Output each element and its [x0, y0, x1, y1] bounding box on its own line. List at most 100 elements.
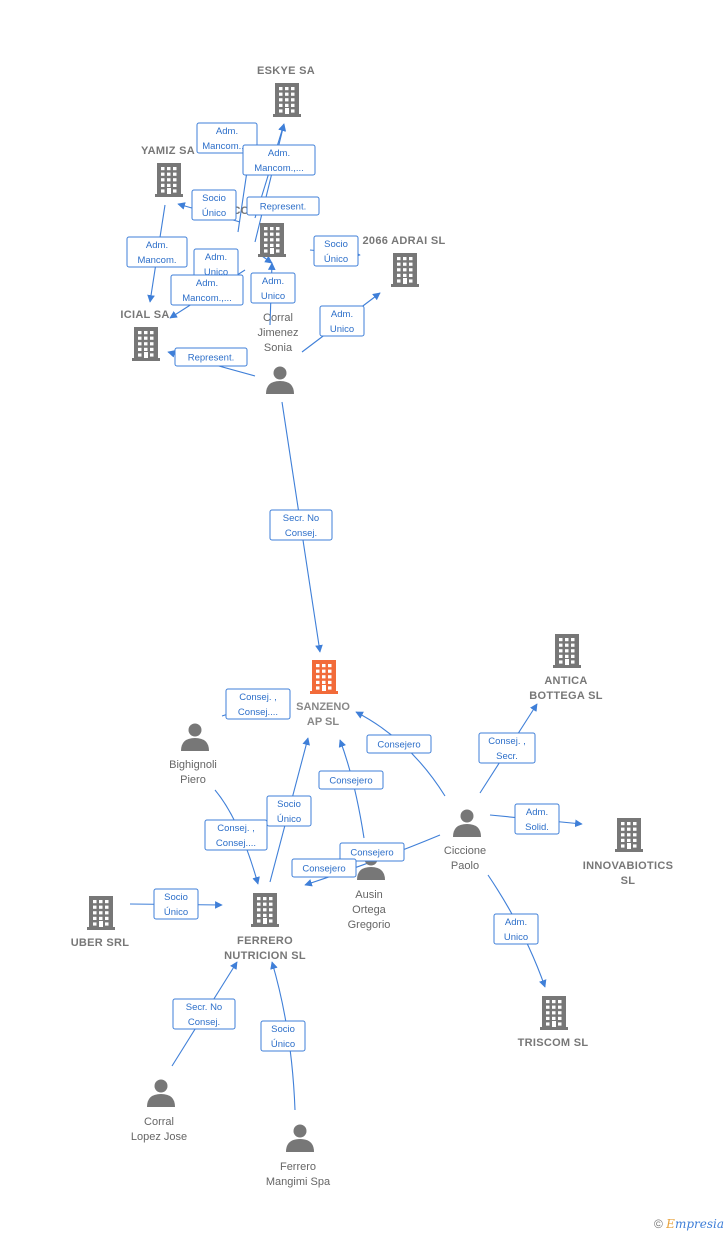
- relation-label-text: Represent.: [260, 202, 306, 213]
- relation-label-box: [172, 998, 236, 1030]
- relation-label-e23[interactable]: Adm. Unico: [493, 913, 539, 945]
- node-label-adrai[interactable]: 2066 ADRAI SL: [363, 235, 446, 247]
- relation-label-line: Unico: [504, 932, 528, 943]
- relation-label-text: Consejero: [377, 740, 420, 751]
- person-icon-ferrero_mangimi[interactable]: [286, 1124, 314, 1153]
- relation-label-e21[interactable]: Consejero: [291, 858, 357, 878]
- node-label-line: Gregorio: [348, 919, 391, 931]
- relation-label-e16[interactable]: Consejero: [318, 770, 384, 790]
- node-label-line: Sonia: [264, 342, 293, 354]
- relation-label-box: [174, 347, 248, 367]
- relation-label-line: Consejero: [302, 864, 345, 875]
- relation-label-box: [318, 770, 384, 790]
- relation-label-box: [514, 803, 560, 835]
- node-label-line: 2066 ADRAI SL: [363, 235, 446, 247]
- company-icon-ferrero_nutricion[interactable]: [251, 893, 279, 927]
- node-label-yamiz[interactable]: YAMIZ SA: [141, 145, 195, 157]
- relation-label-box: [339, 842, 405, 862]
- node-label-line: CO: [232, 205, 249, 217]
- company-icon-triscom[interactable]: [540, 996, 568, 1030]
- node-label-line: Lopez Jose: [131, 1131, 187, 1143]
- relation-label-e2[interactable]: Adm.Mancom.,...: [242, 144, 316, 176]
- relation-label-box: [366, 734, 432, 754]
- relation-label-line: Único: [271, 1039, 295, 1050]
- relation-label-line: Único: [164, 907, 188, 918]
- relation-label-e7[interactable]: Adm.Mancom.: [126, 236, 188, 268]
- relation-label-line: Adm.: [262, 276, 284, 287]
- focus-company-icon-sanzeno[interactable]: [310, 660, 338, 694]
- company-icon-antica[interactable]: [553, 634, 581, 668]
- relation-label-line: Adm.: [268, 148, 290, 159]
- relation-label-e9[interactable]: Adm.Mancom.,...: [170, 274, 244, 306]
- node-label-line: SANZENO: [296, 701, 350, 713]
- node-label-icial[interactable]: ICIAL SA: [120, 309, 169, 321]
- relation-label-line: Adm.: [331, 309, 353, 320]
- node-label-line: Ferrero: [280, 1161, 316, 1173]
- relation-label-box: [191, 189, 237, 221]
- company-icon-uber[interactable]: [87, 896, 115, 930]
- node-label-line: TRISCOM SL: [518, 1037, 589, 1049]
- relation-label-line: Único: [202, 208, 226, 219]
- node-label-triscom[interactable]: TRISCOM SL: [518, 1037, 589, 1049]
- node-label-line: AP SL: [307, 716, 339, 728]
- relation-label-e17[interactable]: Adm.Solid.: [514, 803, 560, 835]
- node-label-line: Ausin: [355, 889, 383, 901]
- relation-label-e10[interactable]: Adm.Unico: [319, 305, 365, 337]
- relation-label-box: [319, 305, 365, 337]
- company-icon-icial[interactable]: [132, 327, 160, 361]
- relation-label-box: [478, 732, 536, 764]
- relation-label-e8[interactable]: Adm.Unico: [250, 272, 296, 304]
- relation-label-line: Consej....: [216, 838, 256, 849]
- company-icon-eskye[interactable]: [273, 83, 301, 117]
- person-icon-bighignoli[interactable]: [181, 723, 209, 752]
- relation-label-text: Adm.Mancom.: [137, 240, 176, 266]
- relation-label-e19[interactable]: Consej. ,Consej....: [204, 819, 268, 851]
- relation-label-line: Consej....: [238, 707, 278, 718]
- company-icon-yamiz[interactable]: [155, 163, 183, 197]
- relation-label-e13[interactable]: Consej. ,Consej....: [225, 688, 291, 720]
- relation-label-box: [269, 509, 333, 541]
- person-icon-ciccione[interactable]: [453, 809, 481, 838]
- relation-label-line: Socio: [277, 799, 301, 810]
- relation-label-e20[interactable]: Consejero: [339, 842, 405, 862]
- relation-label-box: [196, 122, 258, 154]
- relation-label-e1[interactable]: Adm.Mancom.,...: [196, 122, 258, 154]
- company-icon-innovabiotics[interactable]: [615, 818, 643, 852]
- node-label-uber[interactable]: UBER SRL: [71, 937, 130, 949]
- person-icon-corral_lopez[interactable]: [147, 1079, 175, 1108]
- relation-label-e14[interactable]: Consejero: [366, 734, 432, 754]
- relation-label-box: [204, 819, 268, 851]
- relation-label-e11[interactable]: Represent.: [174, 347, 248, 367]
- node-label-co[interactable]: CO: [232, 205, 249, 217]
- company-icon-adrai[interactable]: [391, 253, 419, 287]
- relation-label-text: Consej. ,Consej....: [216, 823, 256, 849]
- company-icon-co[interactable]: [258, 223, 286, 257]
- node-label-eskye[interactable]: ESKYE SA: [257, 65, 315, 77]
- person-icon-corral_jimenez[interactable]: [266, 366, 294, 395]
- relation-label-line: Adm.: [505, 917, 527, 928]
- relation-label-text: Consejero: [329, 776, 372, 787]
- node-label-line: Corral: [263, 312, 293, 324]
- relation-label-e3[interactable]: Represent.: [246, 196, 320, 216]
- empresia-brand[interactable]: © Empresia: [654, 1217, 724, 1231]
- node-label-sanzeno[interactable]: SANZENO AP SL: [296, 701, 350, 728]
- relation-label-box: [170, 274, 244, 306]
- relation-label-e15[interactable]: Consej. ,Secr.: [478, 732, 536, 764]
